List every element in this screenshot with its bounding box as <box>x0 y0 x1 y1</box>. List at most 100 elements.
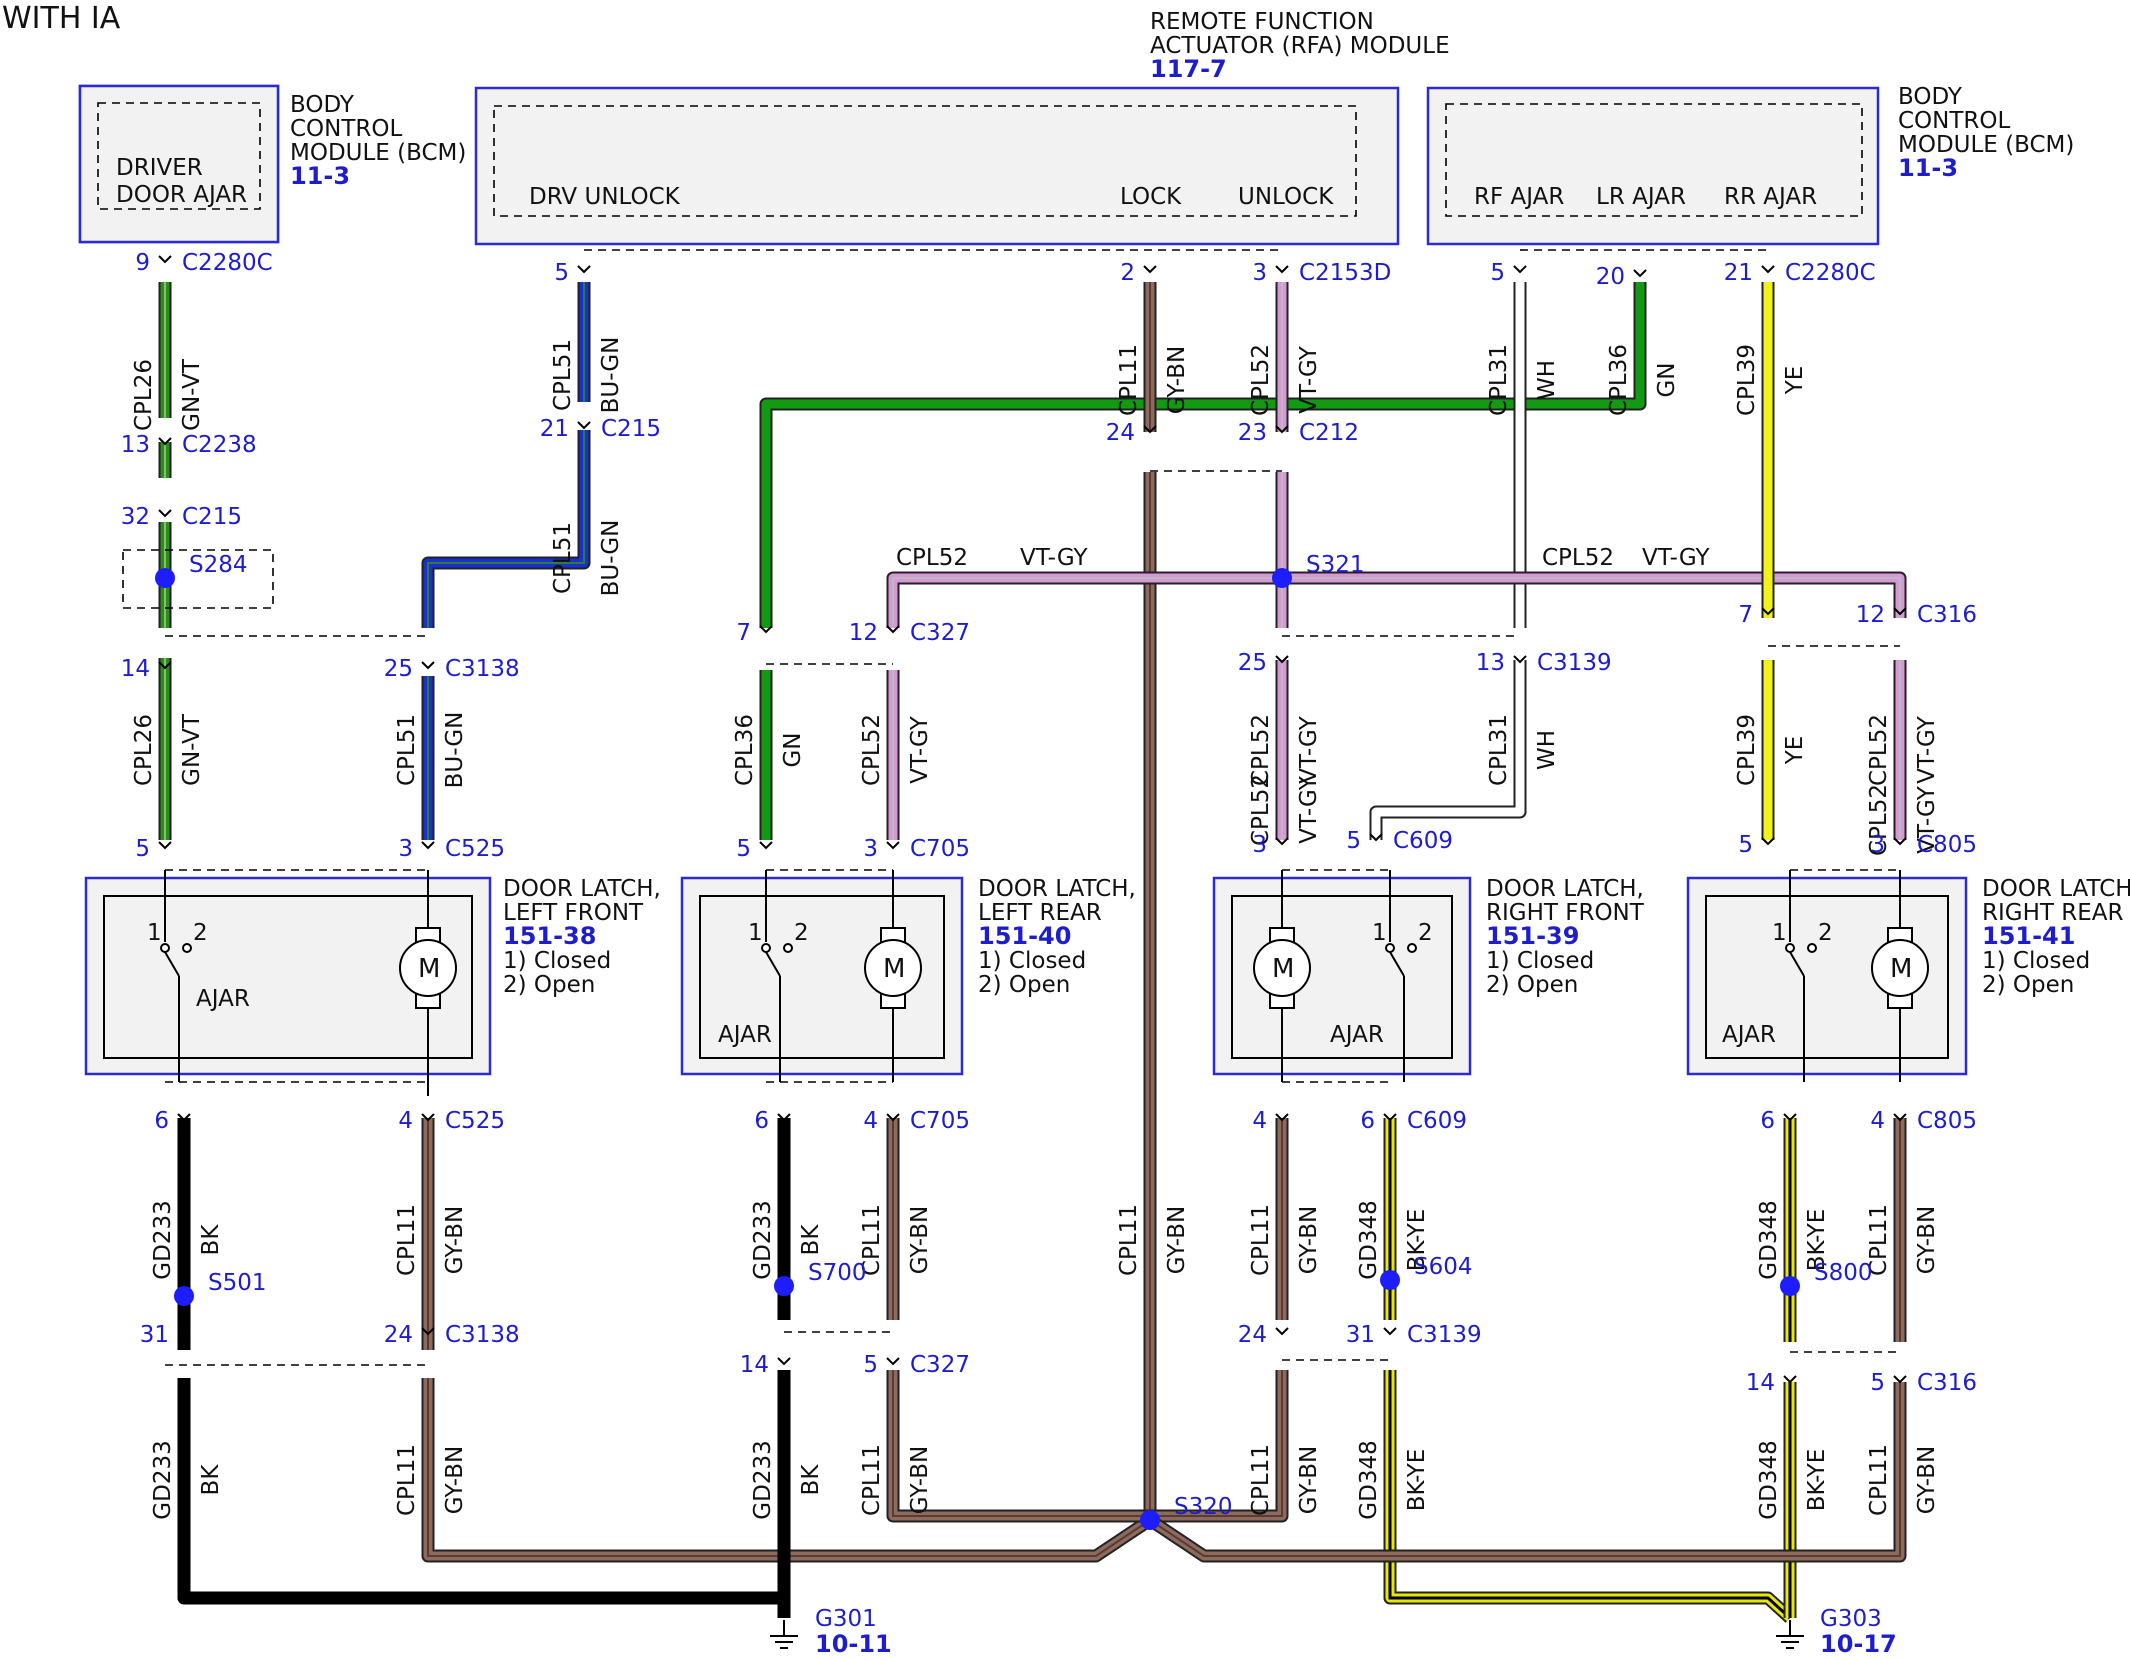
wire-label-2-circuit: CPL51 <box>550 522 576 594</box>
wire-label-12-circuit: CPL36 <box>732 714 758 786</box>
splice-0-label: S284 <box>189 552 248 578</box>
wire-label-14-color: VT-GY <box>1296 715 1322 783</box>
latch-0-name-1: DOOR LATCH, <box>503 876 661 902</box>
latch-1-name-2: LEFT REAR <box>978 900 1102 926</box>
horizontal-wire-labels: CPL52 VT-GY CPL52 VT-GY <box>896 545 1710 571</box>
pin-label-26-pin: 5 <box>1738 832 1753 858</box>
latch-2-contact-2: 2 <box>1418 920 1433 946</box>
wire-label-18-circuit: GD233 <box>150 1200 176 1279</box>
latch-0-motor-label: M <box>418 954 440 984</box>
splice-5-label: S800 <box>1814 1260 1873 1286</box>
bcm-left-pin-label-2: DOOR AJAR <box>116 182 247 208</box>
wire-label-14-circuit: CPL52 <box>1248 714 1274 786</box>
splice-1: S321 <box>1272 552 1365 588</box>
pin-label-37-pin: 24 <box>384 1322 413 1348</box>
latch-3-ref: 151-41 <box>1982 922 2075 950</box>
latch-0-state-1: 1) Closed <box>503 948 611 974</box>
pin-label-11-pin: 23 <box>1238 420 1267 446</box>
wire-label-25-color: BK-YE <box>1804 1209 1830 1272</box>
pin-label-15-connector: C327 <box>910 620 970 646</box>
latch-3-ajar-label: AJAR <box>1722 1022 1776 1048</box>
bcm-right-ref: 11-3 <box>1898 154 1958 182</box>
pin-label-31-connector: C705 <box>910 1108 970 1134</box>
pin-label-38: 14 <box>740 1352 791 1378</box>
connector-dash-lines <box>122 249 1900 1366</box>
splice-3-label: S700 <box>808 1260 867 1286</box>
wire-label-24-circuit: GD348 <box>1356 1200 1382 1279</box>
wire-cpl51-mid <box>421 430 591 628</box>
pin-label-21-pin: 3 <box>398 836 413 862</box>
wire-label-16-color: YE <box>1782 736 1808 766</box>
wire-label-19-color: GY-BN <box>442 1206 468 1274</box>
latch-3-contact-2: 2 <box>1818 920 1833 946</box>
bcm-left-name-2: CONTROL <box>290 116 403 142</box>
pin-label-4: 5 <box>1490 260 1527 286</box>
pin-label-3-pin: 3 <box>1252 260 1267 286</box>
latch-3-name-1: DOOR LATCH, <box>1982 876 2130 902</box>
pin-label-27-connector: C805 <box>1917 832 1977 858</box>
wire-label-3-color: GY-BN <box>1164 346 1190 414</box>
pin-label-39-connector: C327 <box>910 1352 970 1378</box>
pin-label-28: 6 <box>154 1108 191 1134</box>
wire-label-5-circuit: CPL31 <box>1486 344 1512 416</box>
latch-0-state-2: 2) Open <box>503 972 595 998</box>
latch-3-state-2: 2) Open <box>1982 972 2074 998</box>
wire-cpl52-h <box>886 571 1907 628</box>
pin-label-0-pin: 9 <box>135 250 150 276</box>
wire-gd233-lf-low <box>177 1378 791 1618</box>
wire-label-33-color: BK-YE <box>1804 1449 1830 1512</box>
splice-1-label: S321 <box>1306 552 1365 578</box>
wire-label-4-color: VT-GY <box>1296 345 1322 413</box>
latch-2-name-2: RIGHT FRONT <box>1486 900 1645 926</box>
pin-label-25-pin: 5 <box>1346 828 1361 854</box>
bcm-left-name-3: MODULE (BCM) <box>290 140 466 166</box>
wire-label-15-color: WH <box>1534 730 1560 770</box>
pin-label-28-pin: 6 <box>154 1108 169 1134</box>
pin-label-30: 6 <box>754 1108 791 1134</box>
pin-label-5-pin: 20 <box>1596 264 1625 290</box>
wire-cpl31-low <box>1369 660 1527 840</box>
bcm-left-ref: 11-3 <box>290 162 350 190</box>
latch-2-contact-1: 1 <box>1372 920 1387 946</box>
latch-0-ref: 151-38 <box>503 922 596 950</box>
latch-1-motor-label: M <box>883 954 905 984</box>
pin-label-32-pin: 4 <box>1252 1108 1267 1134</box>
ground-g303-ref: 10-17 <box>1820 1630 1897 1654</box>
rfa-pin-drv-unlock: DRV UNLOCK <box>529 184 681 210</box>
wire-label-13-color: VT-GY <box>907 715 933 783</box>
splice-6: S320 <box>1140 1494 1233 1530</box>
wire-label-24-color: BK-YE <box>1404 1209 1430 1272</box>
wire-label-9-color: VT-GY <box>1914 785 1940 853</box>
pin-label-18: 7 <box>1738 602 1775 628</box>
ground-g301-name: G301 <box>815 1606 877 1632</box>
splice-2: S501 <box>174 1270 267 1306</box>
latch-1-contact-2: 2 <box>794 920 809 946</box>
wire-label-29-circuit: GD233 <box>750 1440 776 1519</box>
pin-label-29-pin: 4 <box>398 1108 413 1134</box>
pin-label-24-pin: 3 <box>1252 832 1267 858</box>
rfa-ref: 117-7 <box>1150 55 1227 83</box>
pin-label-20: 5 <box>135 836 172 862</box>
bcm-right-pin-lr-ajar: LR AJAR <box>1596 184 1686 210</box>
latch-0-name-2: LEFT FRONT <box>503 900 644 926</box>
pin-label-32: 4 <box>1252 1108 1289 1134</box>
wire-cpl11-lf-low <box>421 1378 1154 1563</box>
wire-label-27-color: BK <box>198 1464 224 1496</box>
